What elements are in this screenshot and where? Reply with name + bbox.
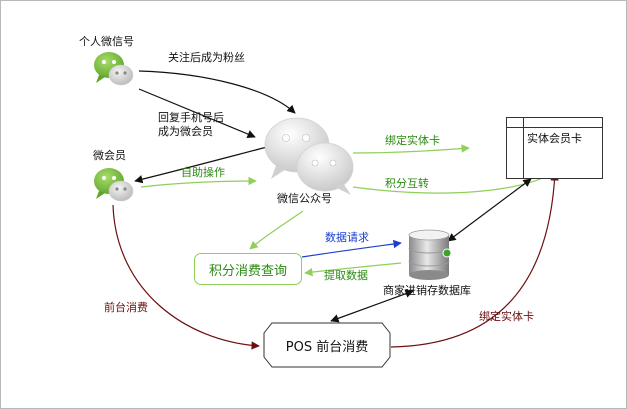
edge-follow (138, 70, 296, 114)
pos-box-outline (263, 322, 391, 368)
pos-box: POS 前台消费 (264, 323, 390, 367)
edge-bind-card-bottom (390, 172, 559, 348)
edge-label-self-service: 自助操作 (181, 166, 225, 179)
card-divider-horizontal (507, 127, 602, 128)
physical-card-label: 实体会员卡 (527, 132, 582, 145)
physical-card-box: 实体会员卡 (506, 117, 603, 179)
edge-self-service (140, 176, 257, 188)
card-divider-vertical (523, 118, 524, 178)
edge-bind-card-top (352, 144, 470, 154)
edge-reply-to-official (138, 88, 256, 138)
edge-label-reply-2: 成为微会员 (158, 125, 213, 138)
personal-wechat-icon (94, 52, 134, 86)
edge-label-reply-1: 回复手机号后 (158, 111, 224, 124)
edge-label-front-consume: 前台消费 (104, 301, 148, 314)
edge-official-to-member (134, 146, 268, 184)
edge-pos-db (330, 289, 414, 323)
member-icon (94, 168, 134, 202)
edge-label-points-exchange: 积分互转 (385, 177, 429, 190)
edge-label-data-request: 数据请求 (325, 231, 369, 244)
edge-official-to-query (249, 210, 304, 250)
pos-label: POS 前台消费 (285, 339, 369, 355)
edge-front-consume (112, 204, 260, 350)
database-label: 商家进销存数据库 (383, 284, 471, 297)
official-account-icon (264, 117, 354, 195)
edge-data-request (301, 239, 402, 258)
personal-wechat-label: 个人微信号 (79, 35, 134, 48)
database-icon (408, 229, 452, 280)
edge-label-follow: 关注后成为粉丝 (168, 51, 245, 64)
edge-fetch-data (304, 262, 402, 277)
official-account-label: 微信公众号 (277, 192, 332, 205)
points-query-box: 积分消费查询 (194, 253, 302, 285)
edge-db-card (447, 178, 532, 242)
edge-label-bind-card-top: 绑定实体卡 (385, 134, 440, 147)
edge-label-fetch-data: 提取数据 (324, 269, 368, 282)
member-label: 微会员 (93, 149, 126, 162)
edge-label-bind-card-bottom: 绑定实体卡 (479, 310, 534, 323)
